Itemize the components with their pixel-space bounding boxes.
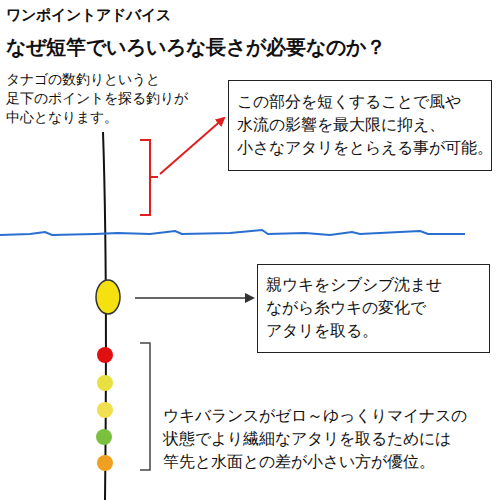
callout-box: 親ウキをシブシブ沈ませ ながら糸ウキの変化で アタリを取る。 [257, 264, 490, 353]
balance-note: ウキバランスがゼロ～ゆっくりマイナスの 状態でより繊細なアタリを取るためには 竿… [163, 404, 472, 474]
bead-float [97, 455, 113, 471]
callout-box: この部分を短くすることで風や 水流の影響を最大限に抑え、 小さなアタリをとらえる… [228, 80, 492, 171]
callout-text: この部分を短くすることで風や 水流の影響を最大限に抑え、 小さなアタリをとらえる… [237, 90, 482, 160]
callout-text: 親ウキをシブシブ沈ませ ながら糸ウキの変化で アタリを取る。 [266, 273, 480, 343]
bead-float [97, 402, 113, 418]
float-arrow [135, 297, 253, 299]
subtitle: なぜ短竿でいろいろな長さが必要なのか？ [6, 34, 496, 60]
red-arrow [160, 118, 224, 174]
gray-bracket [140, 343, 150, 470]
page-title: ワンポイントアドバイス [6, 6, 171, 26]
intro-note: タナゴの数釣りというと 足下のポイントを探る釣りが 中心となります。 [6, 70, 192, 127]
bead-float [96, 429, 112, 445]
bead-float [97, 375, 113, 391]
bead-float [97, 347, 113, 363]
main-float [96, 280, 120, 314]
water-surface [0, 230, 465, 235]
red-bracket [140, 140, 158, 215]
